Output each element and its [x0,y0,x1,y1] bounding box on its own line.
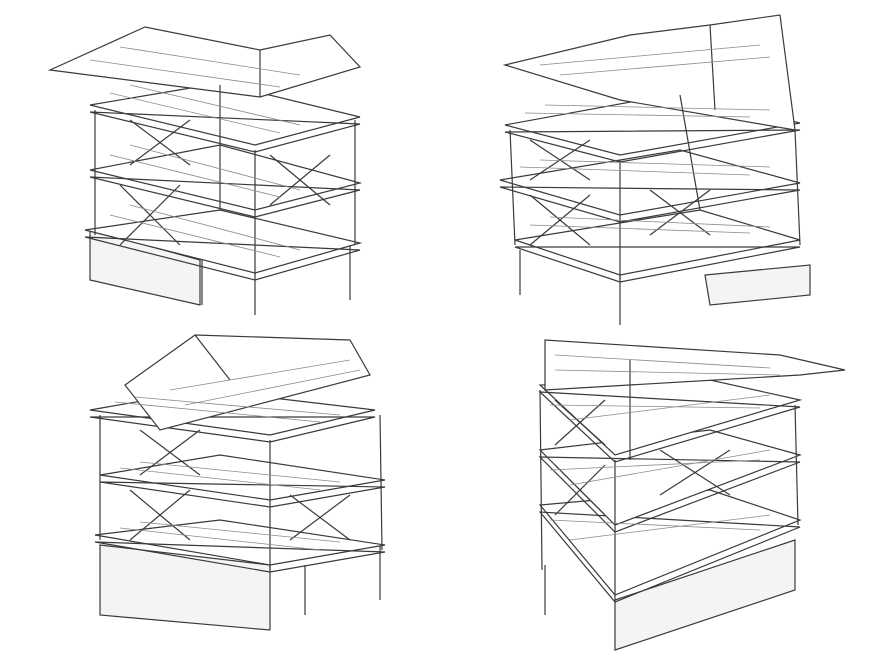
frame-view-4 [510,330,860,660]
frame-drawing-3 [89,334,386,631]
frame-view-1 [30,5,420,325]
frame-drawing-2 [499,14,811,325]
foundation-block [704,264,811,306]
frame-view-3 [70,330,410,660]
foundation-block [99,544,271,631]
frame-drawing-1 [47,26,363,315]
foundation-block [614,539,796,651]
frame-view-2 [470,5,860,325]
frame-drawing-4 [538,339,846,651]
